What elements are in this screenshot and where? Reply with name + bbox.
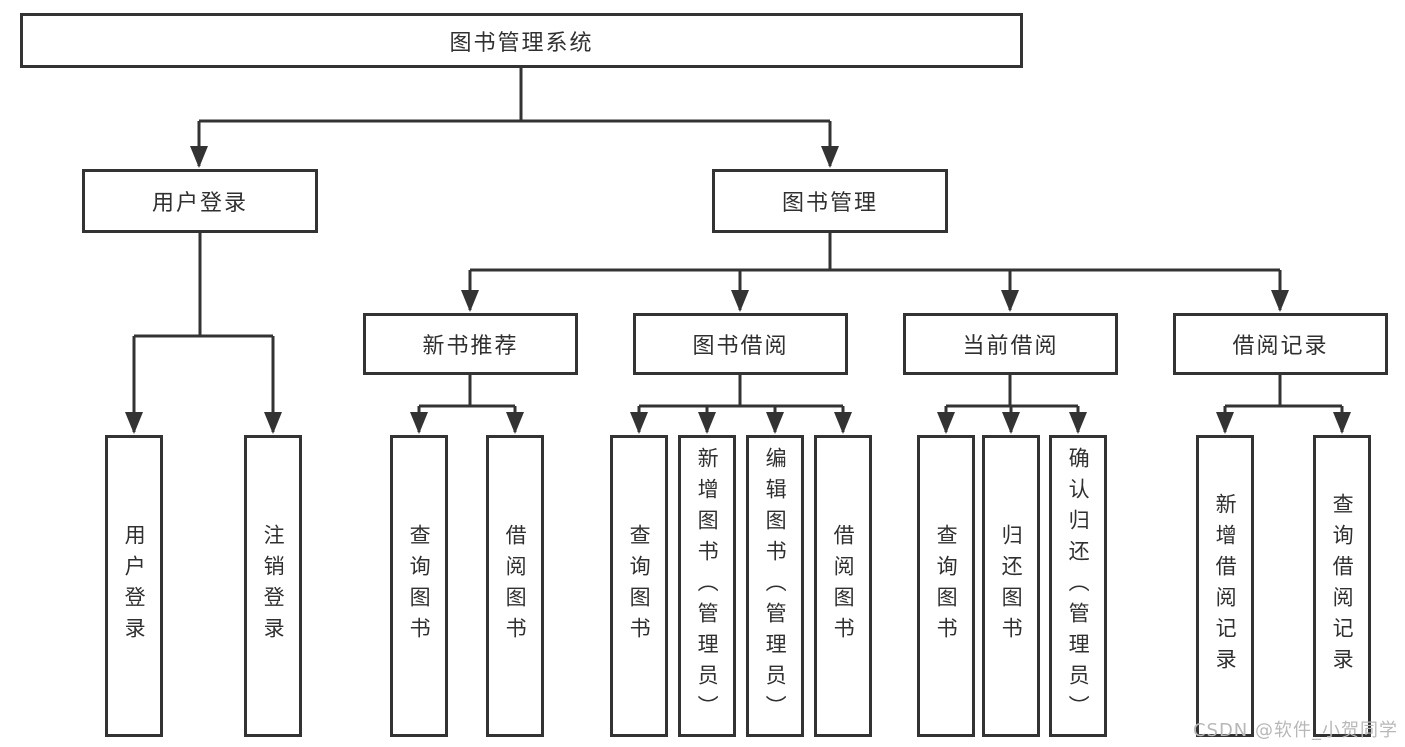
node-book-management-label: 图书管理 [781, 191, 878, 216]
arrow-down-icon [1069, 412, 1087, 434]
arrow-down-icon [1271, 290, 1289, 312]
node-current-borrowing-label: 当前借阅 [962, 334, 1059, 359]
arrow-down-icon [1333, 412, 1351, 434]
arrow-down-icon [1216, 412, 1234, 434]
leaf-label: 借阅图书 [831, 524, 856, 648]
node-leaf-confirm-return-admin: 确认归还（管理员） [1049, 435, 1107, 737]
arrow-down-icon [937, 412, 955, 434]
watermark-text: CSDN @软件_小贺同学 [1192, 720, 1398, 741]
node-user-login-label: 用户登录 [151, 191, 248, 216]
node-root-label: 图书管理系统 [449, 30, 594, 56]
arrow-down-icon [821, 146, 839, 168]
node-new-book-recommendation: 新书推荐 [363, 313, 578, 375]
node-leaf-borrow-books: 借阅图书 [814, 435, 872, 737]
node-current-borrowing: 当前借阅 [903, 313, 1118, 375]
arrow-down-icon [766, 412, 784, 434]
node-leaf-query-books-borrowing: 查询图书 [610, 435, 668, 737]
node-new-book-recommendation-label: 新书推荐 [422, 334, 519, 359]
tree-lines [132, 68, 1344, 432]
leaf-label: 用户登录 [122, 524, 147, 648]
node-leaf-query-borrow-record: 查询借阅记录 [1313, 435, 1371, 737]
node-leaf-return-books: 归还图书 [982, 435, 1040, 737]
leaf-label: 新增借阅记录 [1213, 493, 1238, 679]
node-leaf-user-login: 用户登录 [105, 435, 163, 737]
node-leaf-query-books-recommend: 查询图书 [390, 435, 448, 737]
leaf-label: 归还图书 [999, 524, 1024, 648]
node-leaf-edit-books-admin: 编辑图书（管理员） [746, 435, 804, 737]
node-book-borrowing-label: 图书借阅 [692, 334, 789, 359]
arrow-down-icon [834, 412, 852, 434]
arrow-down-icon [630, 412, 648, 434]
arrow-down-icon [731, 290, 749, 312]
leaf-label: 借阅图书 [503, 524, 528, 648]
arrow-down-icon [125, 412, 143, 434]
leaf-label: 查询图书 [407, 524, 432, 648]
arrow-down-icon [410, 412, 428, 434]
node-borrowing-records-label: 借阅记录 [1232, 334, 1329, 359]
arrow-down-icon [1002, 412, 1020, 434]
node-leaf-borrow-books-recommend: 借阅图书 [486, 435, 544, 737]
node-leaf-add-borrow-record: 新增借阅记录 [1196, 435, 1254, 737]
arrow-down-icon [698, 412, 716, 434]
leaf-label: 查询图书 [934, 524, 959, 648]
arrow-down-icon [190, 146, 208, 168]
leaf-label: 确认归还（管理员） [1066, 446, 1091, 726]
leaf-label: 注销登录 [261, 524, 286, 648]
leaf-label: 编辑图书（管理员） [763, 446, 788, 726]
arrow-down-icon [506, 412, 524, 434]
node-root: 图书管理系统 [20, 13, 1023, 68]
node-book-borrowing: 图书借阅 [633, 313, 848, 375]
arrow-down-icon [264, 412, 282, 434]
node-leaf-query-books-current: 查询图书 [917, 435, 975, 737]
node-leaf-add-books-admin: 新增图书（管理员） [678, 435, 736, 737]
node-user-login: 用户登录 [82, 169, 318, 233]
leaf-label: 查询借阅记录 [1330, 493, 1355, 679]
arrow-down-icon [461, 290, 479, 312]
node-borrowing-records: 借阅记录 [1173, 313, 1388, 375]
arrow-down-icon [1001, 290, 1019, 312]
node-leaf-logout: 注销登录 [244, 435, 302, 737]
leaf-label: 查询图书 [627, 524, 652, 648]
node-book-management: 图书管理 [712, 169, 948, 233]
leaf-label: 新增图书（管理员） [695, 446, 720, 726]
